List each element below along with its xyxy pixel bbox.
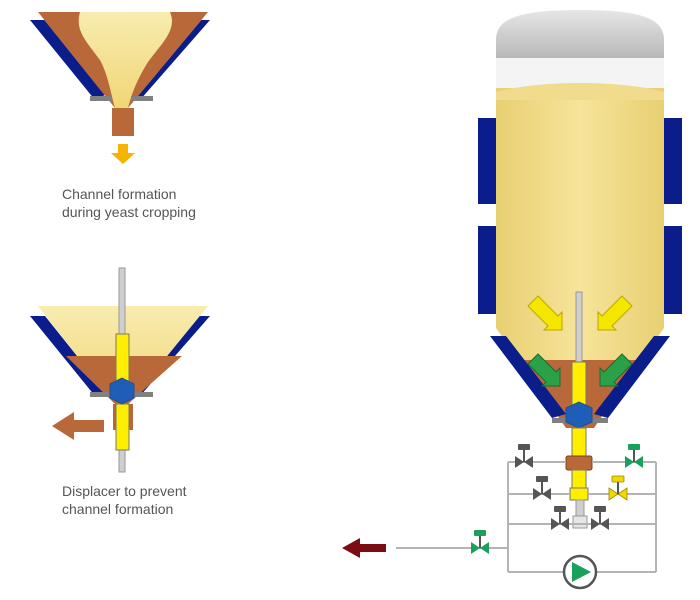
caption-displacer: Displacer to prevent channel formation	[62, 482, 187, 518]
displacer-valve-body	[565, 401, 593, 429]
outlet-spindle-foot	[572, 515, 588, 529]
tank-dome	[496, 10, 664, 58]
tank-body	[496, 88, 664, 328]
butterfly-valve-icon	[515, 444, 533, 468]
outlet-coupling	[565, 455, 593, 471]
valve-piping	[396, 461, 657, 573]
displacer-upper	[115, 333, 130, 383]
pump-icon	[562, 554, 598, 590]
butterfly-valve-icon	[608, 475, 628, 501]
outlet-arrow-icon	[342, 538, 386, 558]
funnel-flange-left	[90, 96, 112, 101]
outlet-pipe-yellow	[571, 469, 587, 489]
caption-line: during yeast cropping	[62, 204, 196, 220]
butterfly-valve-icon	[591, 506, 609, 530]
caption-channel-formation: Channel formation during yeast cropping	[62, 185, 196, 221]
displacer-lower	[115, 403, 130, 451]
funnel-outlet	[112, 108, 134, 136]
cylinder-jacket-left-lower	[478, 226, 496, 314]
cone-jacket-left	[490, 336, 566, 418]
outlet-arrow-icon	[52, 412, 104, 440]
outlet-spindle	[575, 499, 585, 517]
caption-line: Channel formation	[62, 186, 177, 202]
funnel-flange-right	[131, 96, 153, 101]
outlet-valve-yellow	[569, 487, 589, 501]
funnel-flange-left	[90, 392, 112, 397]
butterfly-valve-icon	[533, 476, 551, 500]
displacer-upper	[571, 361, 587, 407]
down-arrow-icon	[111, 144, 135, 164]
displacer-lower	[571, 427, 587, 459]
cylinder-jacket-right-upper	[664, 118, 682, 204]
tank-liquid-top	[496, 83, 664, 100]
butterfly-valve-icon	[625, 444, 643, 468]
funnel-yeast-right	[128, 12, 208, 108]
displacer-valve-body	[109, 377, 135, 405]
caption-line: Displacer to prevent	[62, 483, 187, 499]
flow-arrow-icon	[527, 295, 633, 387]
cylindroconical-tank	[478, 10, 682, 529]
funnel-with-displacer	[30, 267, 210, 473]
funnel-channel-formation	[30, 12, 210, 164]
cylinder-jacket-left-upper	[478, 118, 496, 204]
jacket-left	[30, 20, 105, 100]
butterfly-valve-icon	[551, 506, 569, 530]
funnel-yeast-left	[38, 12, 115, 108]
cone-jacket-right	[594, 336, 670, 418]
butterfly-valve-icon	[471, 530, 489, 554]
caption-line: channel formation	[62, 501, 174, 517]
funnel-flange-right	[131, 392, 153, 397]
cylinder-jacket-right-lower	[664, 226, 682, 314]
